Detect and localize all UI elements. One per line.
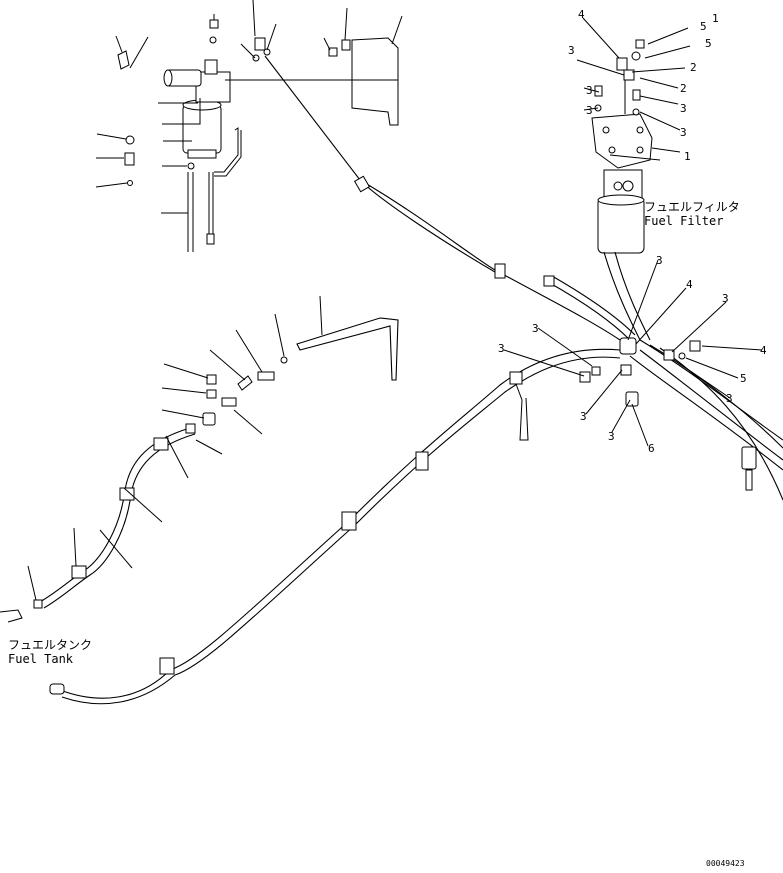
fuel-tank-caption-en: Fuel Tank [8,652,74,666]
callout-label: 5 [705,37,712,50]
callout-label: 4 [578,8,585,21]
primary-filter-assembly [117,19,399,252]
callout-label: 3 [722,292,729,305]
callout-label: 6 [648,442,655,455]
callout-label: 5 [700,20,707,33]
leaders-top-right [576,17,691,161]
callout-label: 4 [760,344,767,357]
callout-labels: 1 5 2 3 4 2 3 3 1 3 3 4 5 3 3 6 3 3 3 3 … [498,8,767,455]
fuel-filter-assembly [591,39,653,254]
captions: フュエルフィルタ Fuel Filter フュエルタンク Fuel Tank 0… [8,200,745,868]
callout-label: 3 [580,410,587,423]
callout-label: 3 [726,392,733,405]
fuel-tank-caption-jp: フュエルタンク [8,638,92,652]
callout-label: 3 [568,44,575,57]
fuel-filter-caption-en: Fuel Filter [644,214,723,228]
fuel-filter-caption-jp: フュエルフィルタ [644,200,740,214]
callout-label: 3 [680,102,687,115]
callout-label: 2 [680,82,687,95]
callout-label: 4 [686,278,693,291]
callout-label: 3 [608,430,615,443]
drawing-number: 00049423 [706,859,745,868]
leaders-top-left [95,0,403,214]
hose-lines [0,55,783,705]
callout-label: 3 [532,322,539,335]
callout-label: 1 [712,12,719,25]
leaders-middle [27,259,763,601]
callout-label: 3 [680,126,687,139]
callout-label: 3 [498,342,505,355]
callout-label: 5 [740,372,747,385]
callout-label: 3 [586,84,593,97]
callout-label: 3 [586,104,593,117]
callout-label: 2 [690,61,697,74]
callout-label: 1 [684,150,691,163]
callout-label: 3 [656,254,663,267]
